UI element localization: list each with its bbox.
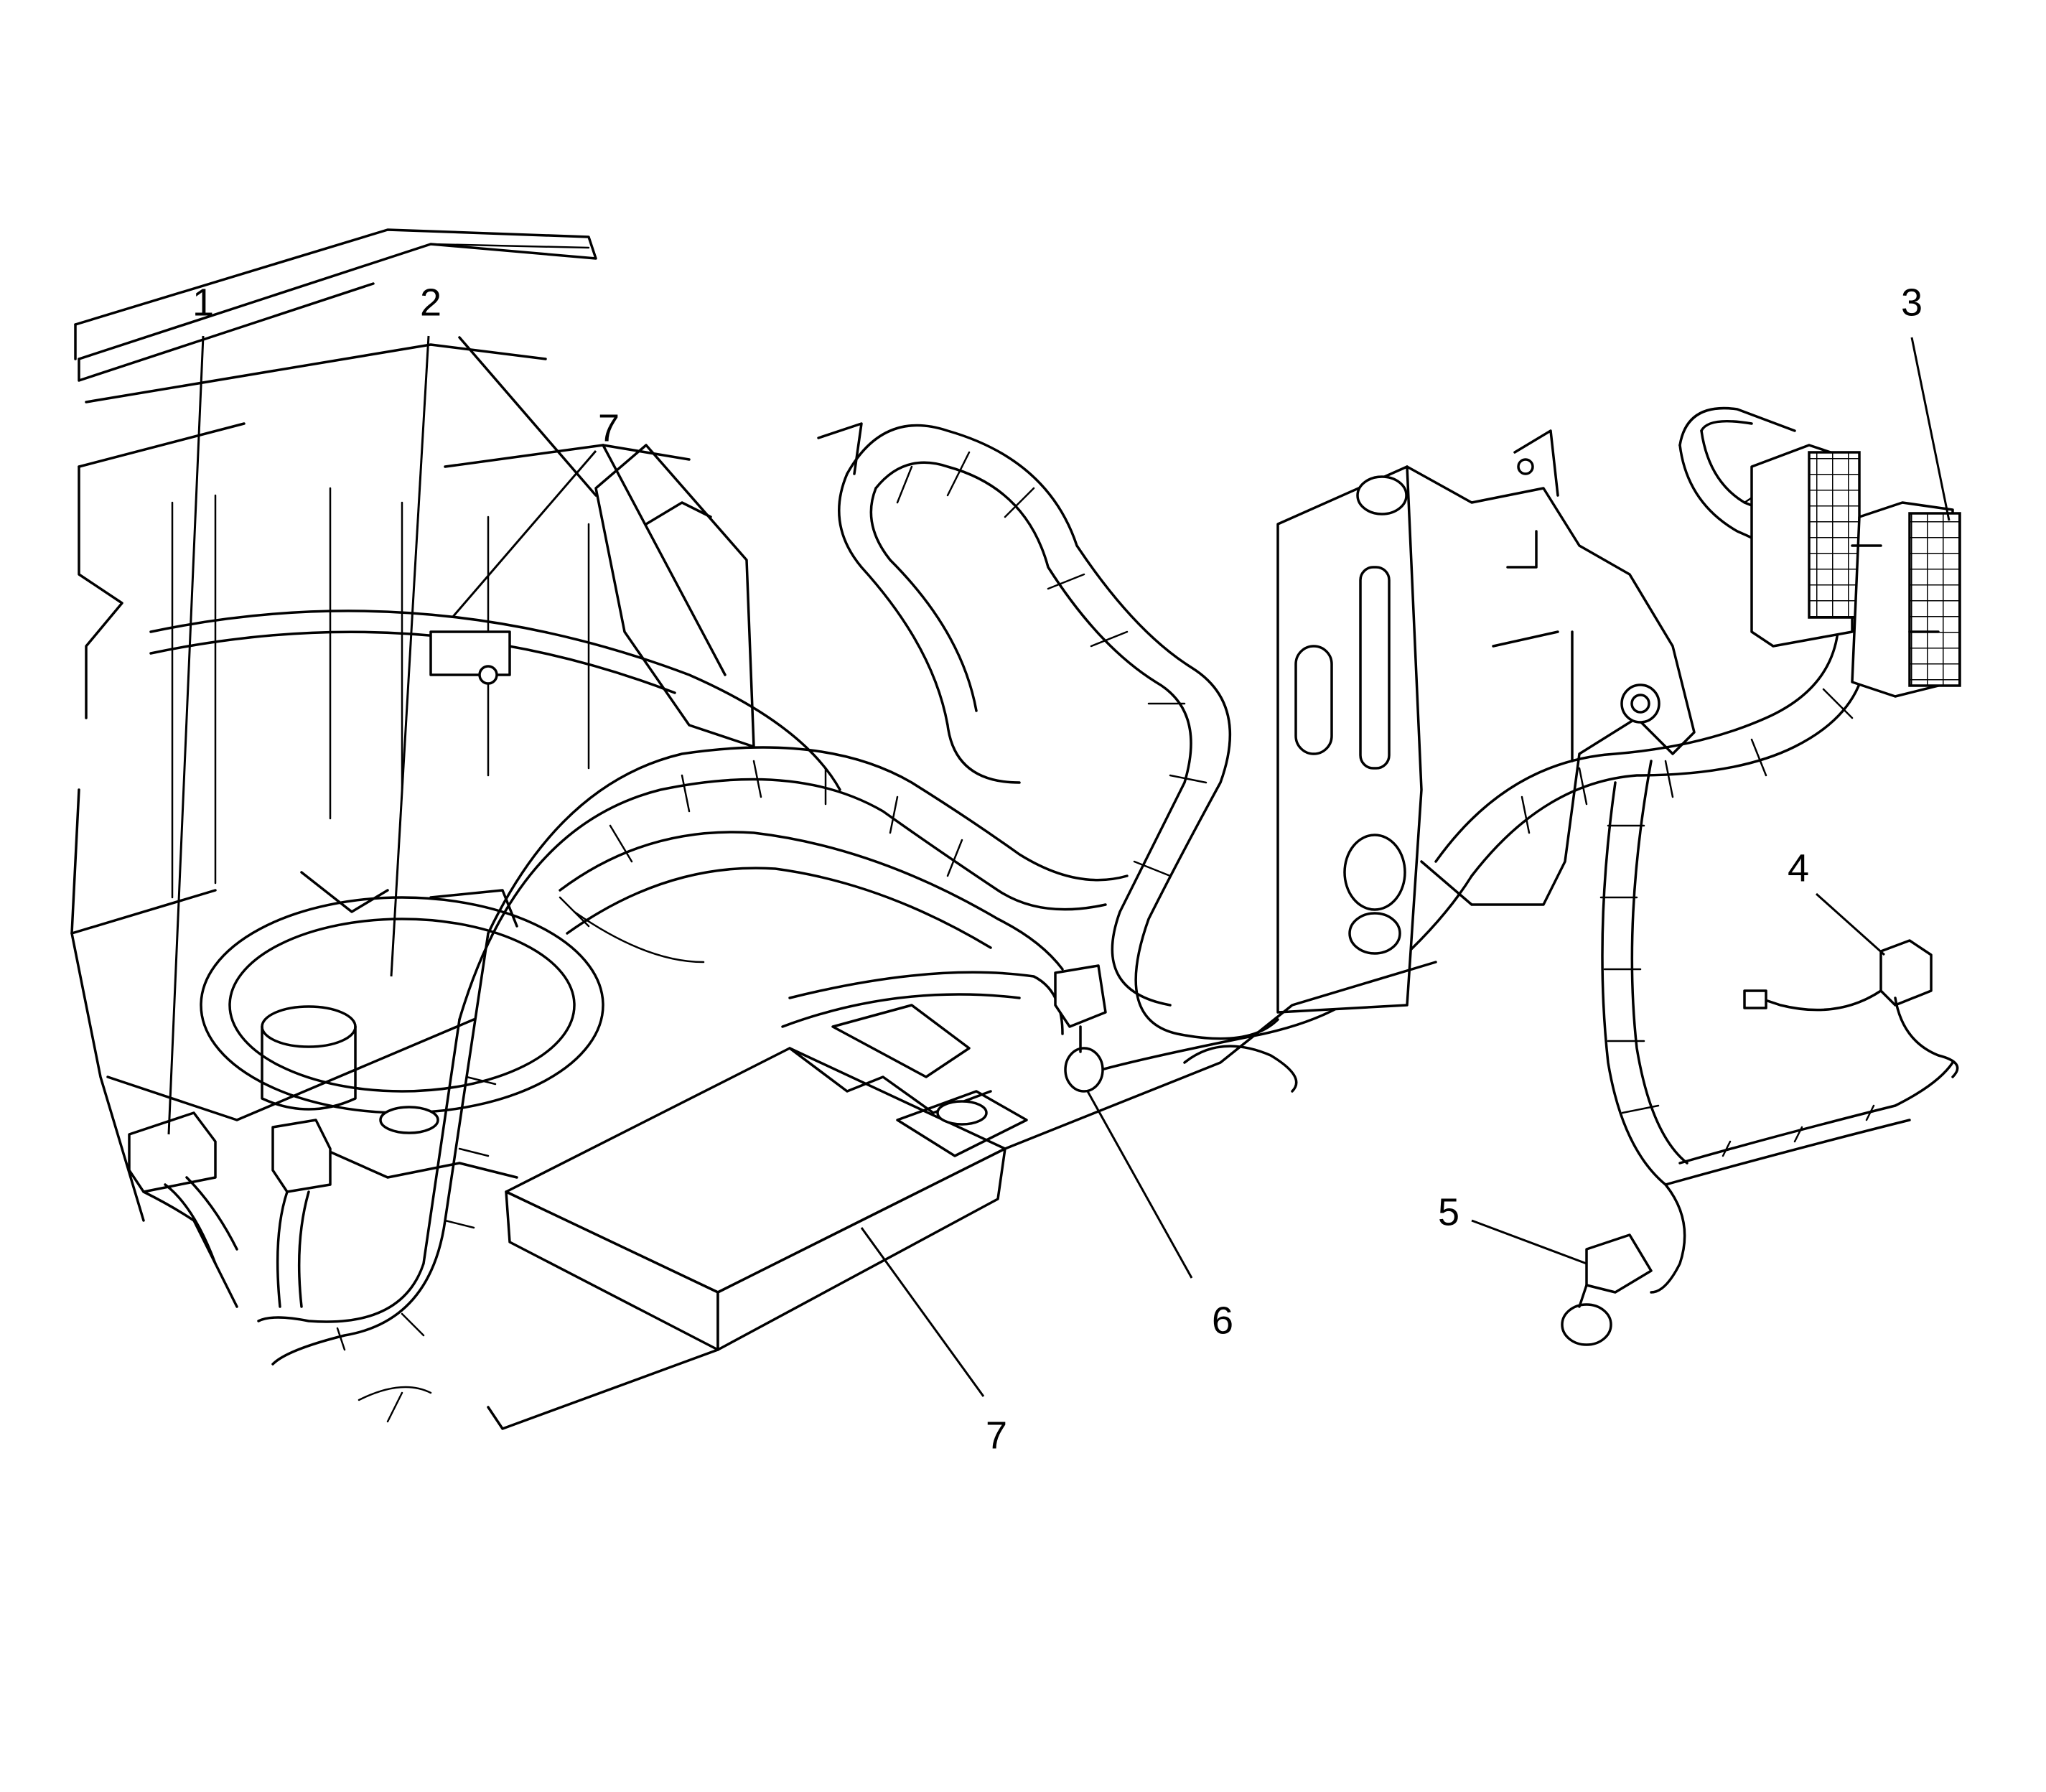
connector-3 (1750, 444, 1961, 698)
callout-6: 6 (1212, 1299, 1233, 1342)
leader-2 (390, 335, 430, 977)
callouts: 1 2 3 4 5 6 7 7 (192, 281, 1923, 1457)
leader-7a (451, 450, 597, 618)
callout-7-bottom: 7 (986, 1414, 1007, 1457)
connector-1 (128, 1111, 238, 1308)
callout-2: 2 (420, 281, 442, 324)
lower-frame (358, 961, 1437, 1430)
leader-1 (167, 335, 205, 1135)
wiring-harness (257, 406, 1954, 1366)
connector-5 (1561, 1233, 1653, 1346)
connector-4 (1743, 939, 1959, 1078)
leader-3 (1910, 337, 1951, 521)
leader-6 (1086, 1091, 1193, 1279)
callout-3: 3 (1901, 281, 1923, 324)
callout-7-top: 7 (598, 406, 620, 449)
leader-lines (167, 335, 1951, 1397)
connector-6 (1054, 964, 1107, 1093)
callout-1: 1 (192, 281, 214, 324)
mounting-bracket (817, 422, 1696, 1014)
module-7 (505, 1004, 1028, 1351)
leader-4 (1815, 892, 1886, 956)
leader-5 (1471, 1219, 1587, 1265)
intake-grille (429, 336, 755, 748)
connector-2 (271, 1119, 332, 1308)
callout-4: 4 (1788, 846, 1809, 890)
blower-housing (70, 228, 841, 1265)
leader-7b (860, 1227, 985, 1397)
callout-5: 5 (1438, 1190, 1459, 1233)
